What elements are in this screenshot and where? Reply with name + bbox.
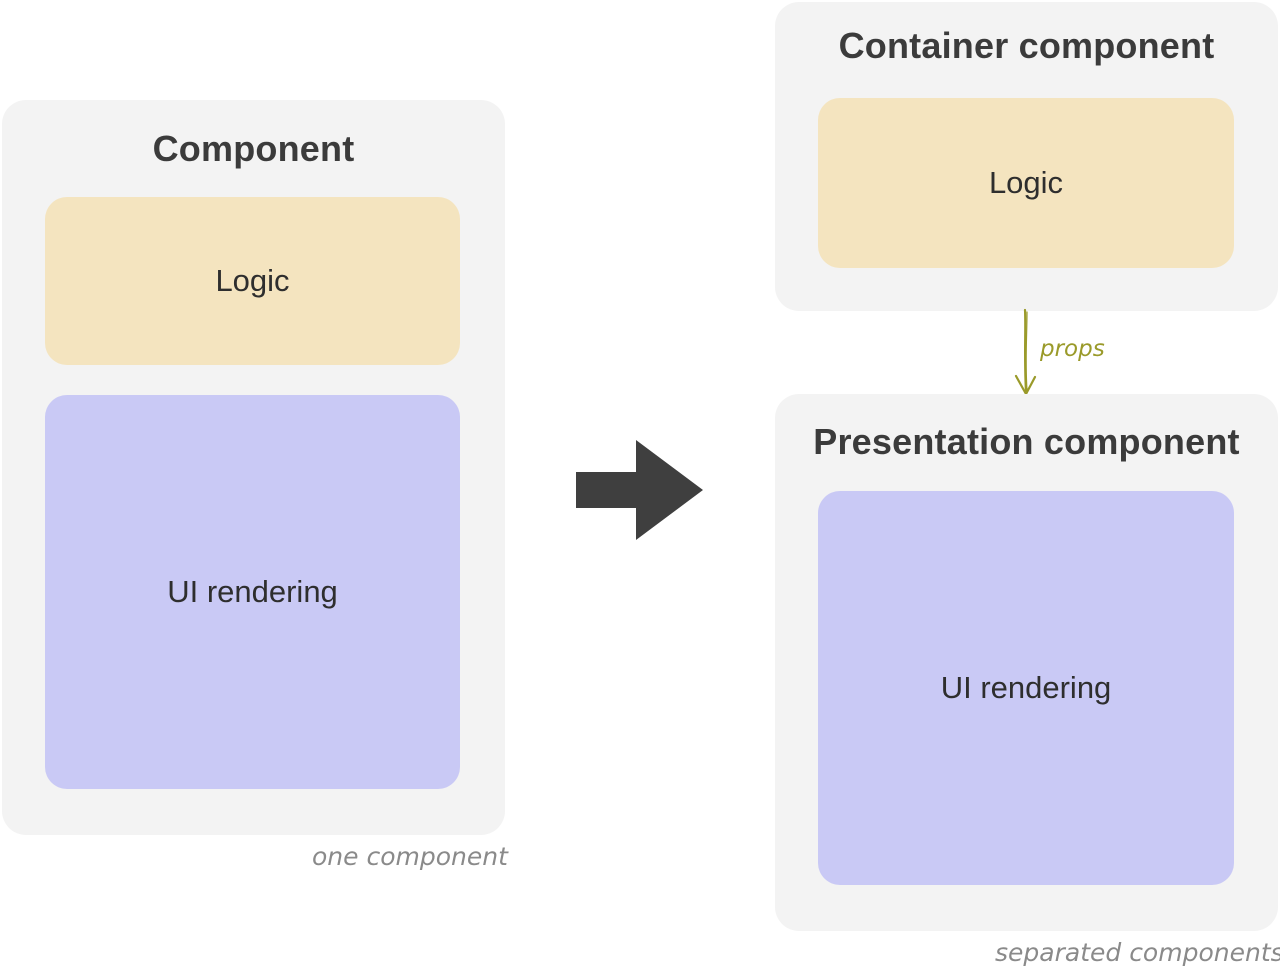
presentation-ui-rendering-label: UI rendering xyxy=(940,670,1112,705)
logic-label: Logic xyxy=(215,263,290,298)
presentation-component-title: Presentation component xyxy=(813,421,1240,462)
presentation-ui-rendering-box: UI rendering xyxy=(818,491,1234,885)
props-arrow-icon xyxy=(1014,308,1037,396)
presentation-component-panel: Presentation component UI rendering xyxy=(775,394,1278,931)
component-title: Component xyxy=(152,128,355,169)
container-logic-label: Logic xyxy=(988,165,1064,200)
ui-rendering-label: UI rendering xyxy=(167,574,338,609)
ui-rendering-box: UI rendering xyxy=(45,395,460,789)
component-panel: Component Logic UI rendering xyxy=(2,100,505,835)
separated-components-caption: separated components xyxy=(995,938,1280,967)
container-logic-box: Logic xyxy=(818,98,1234,268)
container-component-panel: Container component Logic xyxy=(775,2,1278,311)
one-component-caption: one component xyxy=(312,842,508,871)
transform-arrow-icon xyxy=(576,440,703,540)
container-component-title: Container component xyxy=(838,25,1215,66)
logic-box: Logic xyxy=(45,197,460,365)
props-label: props xyxy=(1040,336,1105,362)
